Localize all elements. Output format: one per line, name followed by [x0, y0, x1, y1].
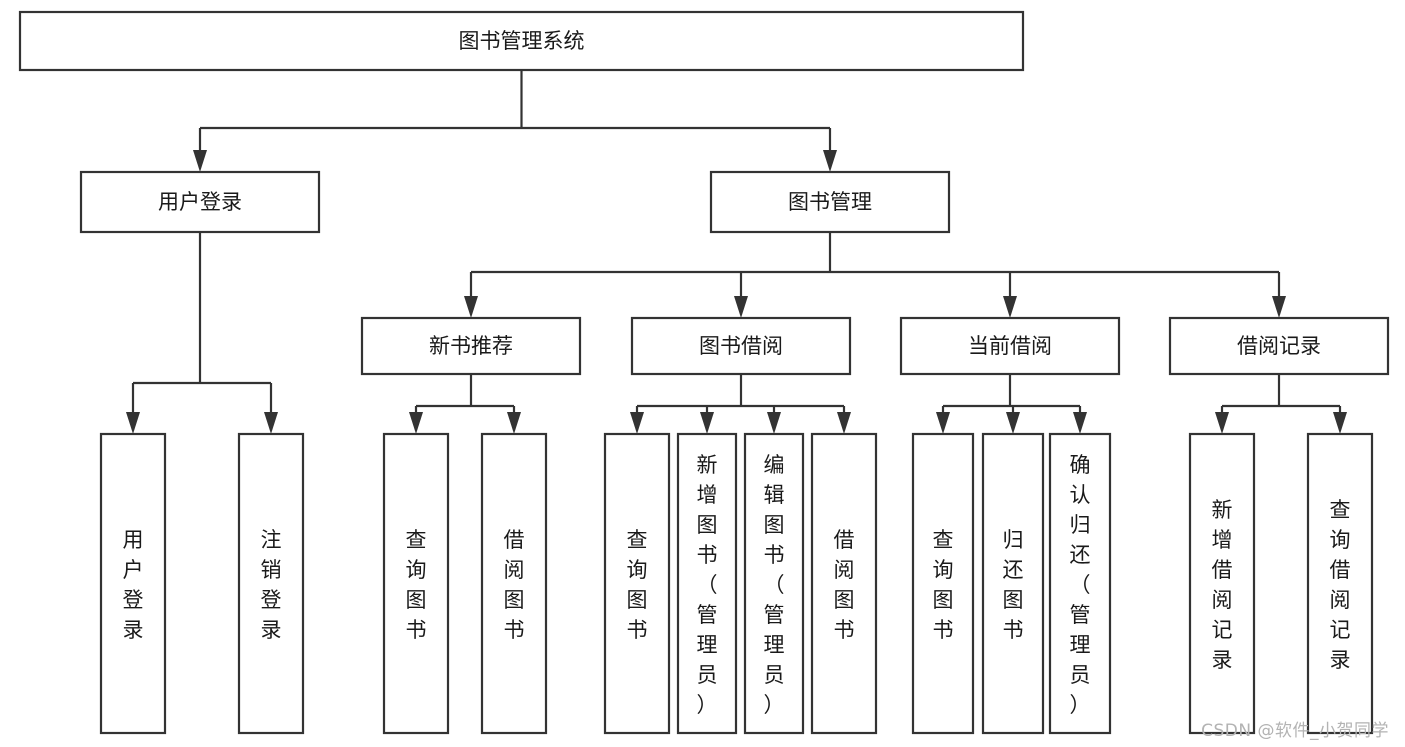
watermark-label: CSDN @软件_小贺同学 — [1201, 721, 1389, 741]
node-leaf-borrow-book-1-label: 借阅图书 — [504, 528, 525, 642]
node-current-borrow[interactable]: 当前借阅 — [899, 316, 1121, 376]
arrow-head-icon — [767, 412, 781, 434]
node-new-book-recommend-label: 新书推荐 — [429, 334, 513, 358]
node-root[interactable]: 图书管理系统 — [18, 10, 1025, 72]
node-leaf-confirm-return[interactable]: 确认归还（管理员） — [1048, 432, 1112, 735]
node-leaf-query-book-2-box[interactable] — [603, 432, 671, 735]
arrow-head-icon — [464, 296, 478, 318]
node-leaf-confirm-return-box[interactable] — [1048, 432, 1112, 735]
node-leaf-edit-book[interactable]: 编辑图书（管理员） — [743, 432, 805, 735]
node-leaf-query-book-1[interactable]: 查询图书 — [382, 432, 450, 735]
node-user-login-label: 用户登录 — [158, 190, 242, 214]
arrow-head-icon — [823, 150, 837, 172]
node-book-borrow-box[interactable] — [630, 316, 852, 376]
node-borrow-record-label: 借阅记录 — [1237, 334, 1321, 358]
node-leaf-query-book-2-label: 查询图书 — [627, 528, 648, 642]
node-leaf-edit-book-label: 编辑图书（管理员） — [764, 453, 785, 717]
node-new-book-recommend-box[interactable] — [360, 316, 582, 376]
node-leaf-borrow-book-1-box[interactable] — [480, 432, 548, 735]
arrow-head-icon — [1073, 412, 1087, 434]
arrow-head-icon — [700, 412, 714, 434]
node-leaf-logout-box[interactable] — [237, 432, 305, 735]
arrow-head-icon — [193, 150, 207, 172]
node-leaf-borrow-book-2[interactable]: 借阅图书 — [810, 432, 878, 735]
node-book-management-box[interactable] — [709, 170, 951, 234]
node-leaf-user-login[interactable]: 用户登录 — [99, 432, 167, 735]
node-leaf-query-record-label: 查询借阅记录 — [1330, 498, 1351, 672]
node-leaf-query-record[interactable]: 查询借阅记录 — [1306, 432, 1374, 735]
node-root-box[interactable] — [18, 10, 1025, 72]
node-leaf-query-book-2[interactable]: 查询图书 — [603, 432, 671, 735]
arrow-head-icon — [1006, 412, 1020, 434]
node-leaf-logout-label: 注销登录 — [261, 528, 282, 642]
node-leaf-borrow-book-2-box[interactable] — [810, 432, 878, 735]
node-leaf-return-book-label: 归还图书 — [1003, 528, 1024, 642]
arrow-head-icon — [507, 412, 521, 434]
node-leaf-add-record-box[interactable] — [1188, 432, 1256, 735]
arrow-head-icon — [1003, 296, 1017, 318]
node-leaf-borrow-book-1[interactable]: 借阅图书 — [480, 432, 548, 735]
node-book-borrow-label: 图书借阅 — [699, 334, 783, 358]
node-current-borrow-label: 当前借阅 — [968, 334, 1052, 358]
arrow-head-icon — [126, 412, 140, 434]
arrow-head-icon — [837, 412, 851, 434]
node-leaf-logout[interactable]: 注销登录 — [237, 432, 305, 735]
node-leaf-return-book-box[interactable] — [981, 432, 1045, 735]
node-leaf-edit-book-box[interactable] — [743, 432, 805, 735]
node-layer: 图书管理系统用户登录图书管理新书推荐图书借阅当前借阅借阅记录用户登录注销登录查询… — [18, 10, 1390, 735]
node-leaf-query-book-1-label: 查询图书 — [406, 528, 427, 642]
node-leaf-return-book[interactable]: 归还图书 — [981, 432, 1045, 735]
arrow-head-icon — [1215, 412, 1229, 434]
node-root-label: 图书管理系统 — [459, 29, 585, 53]
node-current-borrow-box[interactable] — [899, 316, 1121, 376]
arrow-head-icon — [630, 412, 644, 434]
node-book-borrow[interactable]: 图书借阅 — [630, 316, 852, 376]
node-leaf-add-book-label: 新增图书（管理员） — [697, 453, 718, 717]
node-user-login-box[interactable] — [79, 170, 321, 234]
arrow-head-icon — [1272, 296, 1286, 318]
connector-layer — [126, 70, 1347, 434]
arrow-head-icon — [264, 412, 278, 434]
node-leaf-query-book-3-label: 查询图书 — [933, 528, 954, 642]
node-leaf-confirm-return-label: 确认归还（管理员） — [1070, 453, 1091, 717]
node-leaf-query-book-3[interactable]: 查询图书 — [911, 432, 975, 735]
node-leaf-add-book-box[interactable] — [676, 432, 738, 735]
node-leaf-query-book-3-box[interactable] — [911, 432, 975, 735]
node-leaf-user-login-box[interactable] — [99, 432, 167, 735]
arrow-head-icon — [734, 296, 748, 318]
node-book-management-label: 图书管理 — [788, 190, 872, 214]
arrow-head-icon — [936, 412, 950, 434]
node-borrow-record[interactable]: 借阅记录 — [1168, 316, 1390, 376]
node-borrow-record-box[interactable] — [1168, 316, 1390, 376]
node-book-management[interactable]: 图书管理 — [709, 170, 951, 234]
node-leaf-query-record-box[interactable] — [1306, 432, 1374, 735]
arrow-head-icon — [1333, 412, 1347, 434]
node-leaf-borrow-book-2-label: 借阅图书 — [834, 528, 855, 642]
node-leaf-add-record-label: 新增借阅记录 — [1212, 498, 1233, 672]
node-leaf-add-record[interactable]: 新增借阅记录 — [1188, 432, 1256, 735]
node-new-book-recommend[interactable]: 新书推荐 — [360, 316, 582, 376]
node-leaf-query-book-1-box[interactable] — [382, 432, 450, 735]
node-leaf-add-book[interactable]: 新增图书（管理员） — [676, 432, 738, 735]
node-user-login[interactable]: 用户登录 — [79, 170, 321, 234]
arrow-head-icon — [409, 412, 423, 434]
node-leaf-user-login-label: 用户登录 — [123, 528, 144, 642]
